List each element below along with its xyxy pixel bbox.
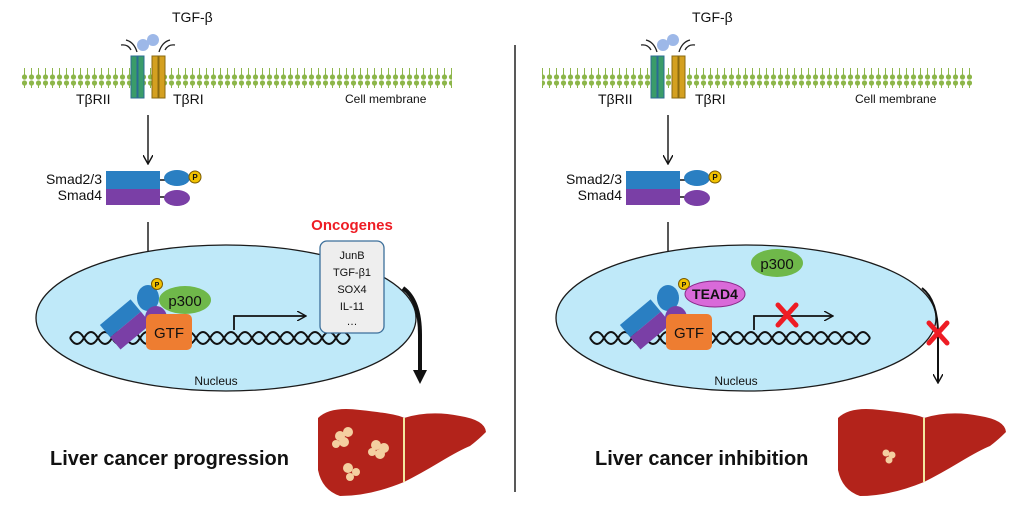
p300-coactivator xyxy=(159,286,211,314)
tead4-protein xyxy=(684,280,746,308)
receptor-complex xyxy=(120,39,176,99)
ligand-label: TGF-β xyxy=(172,9,213,25)
svg-text:p300: p300 xyxy=(760,256,793,273)
receptor-ii-label: TβRII xyxy=(76,91,111,107)
tgf-beta-ligand xyxy=(657,39,669,51)
liver-with-tumors xyxy=(318,409,486,496)
phospho-badge xyxy=(188,170,202,184)
gtf-box xyxy=(146,314,192,350)
receptor-i-label: TβRI xyxy=(695,91,726,107)
svg-text:P: P xyxy=(192,173,198,182)
left-panel: Cell membrane TGF-β TβRII TβRI xyxy=(22,9,486,496)
tgf-beta-ligand xyxy=(137,39,149,51)
smad-complex: P xyxy=(626,170,722,206)
outcome-label: Liver cancer progression xyxy=(50,448,289,470)
receptor-complex xyxy=(640,39,696,99)
block-x-icon xyxy=(775,302,799,328)
oncogene-item: … xyxy=(347,316,358,328)
right-panel: Cell membrane TGF-β TβRII TβRI P S xyxy=(542,9,1006,496)
dna-bound-smad xyxy=(99,299,152,350)
smad4-label: Smad4 xyxy=(58,187,103,203)
oncogene-item: IL-11 xyxy=(340,301,364,313)
svg-text:GTF: GTF xyxy=(154,325,184,342)
ligand-label: TGF-β xyxy=(692,9,733,25)
receptor-i-label: TβRI xyxy=(173,91,204,107)
gtf-box xyxy=(666,314,712,350)
outcome-label: Liver cancer inhibition xyxy=(595,448,808,470)
cell-membrane xyxy=(22,68,452,88)
oncogenes-title: Oncogenes xyxy=(311,217,393,234)
svg-text:P: P xyxy=(712,173,718,182)
oncogene-item: TGF-β1 xyxy=(333,267,371,279)
oncogene-box xyxy=(319,240,385,334)
block-x-icon xyxy=(926,320,950,346)
cell-membrane xyxy=(542,68,972,88)
phospho-badge xyxy=(708,170,722,184)
transcription-arrow xyxy=(233,316,305,330)
svg-text:TEAD4: TEAD4 xyxy=(692,286,738,302)
svg-text:P: P xyxy=(682,282,687,289)
smad-complex: P xyxy=(106,170,202,206)
progression-arrow xyxy=(401,286,427,384)
smad23-label: Smad2/3 xyxy=(46,171,102,187)
liver-single-tumor xyxy=(838,409,1006,496)
svg-text:p300: p300 xyxy=(168,293,201,310)
svg-text:P: P xyxy=(155,282,160,289)
membrane-label: Cell membrane xyxy=(345,92,427,106)
oncogene-item: JunB xyxy=(339,250,364,262)
membrane-label: Cell membrane xyxy=(855,92,937,106)
svg-text:GTF: GTF xyxy=(674,325,704,342)
smad4-label: Smad4 xyxy=(578,187,623,203)
p300-coactivator xyxy=(751,249,803,277)
oncogene-item: SOX4 xyxy=(337,284,366,296)
blocked-transcription-arrow xyxy=(753,316,832,330)
smad23-label: Smad2/3 xyxy=(566,171,622,187)
nucleus-label: Nucleus xyxy=(194,374,237,388)
dna-bound-smad xyxy=(619,299,672,350)
receptor-ii-label: TβRII xyxy=(598,91,633,107)
nucleus-label: Nucleus xyxy=(714,374,757,388)
nucleus xyxy=(555,244,937,392)
